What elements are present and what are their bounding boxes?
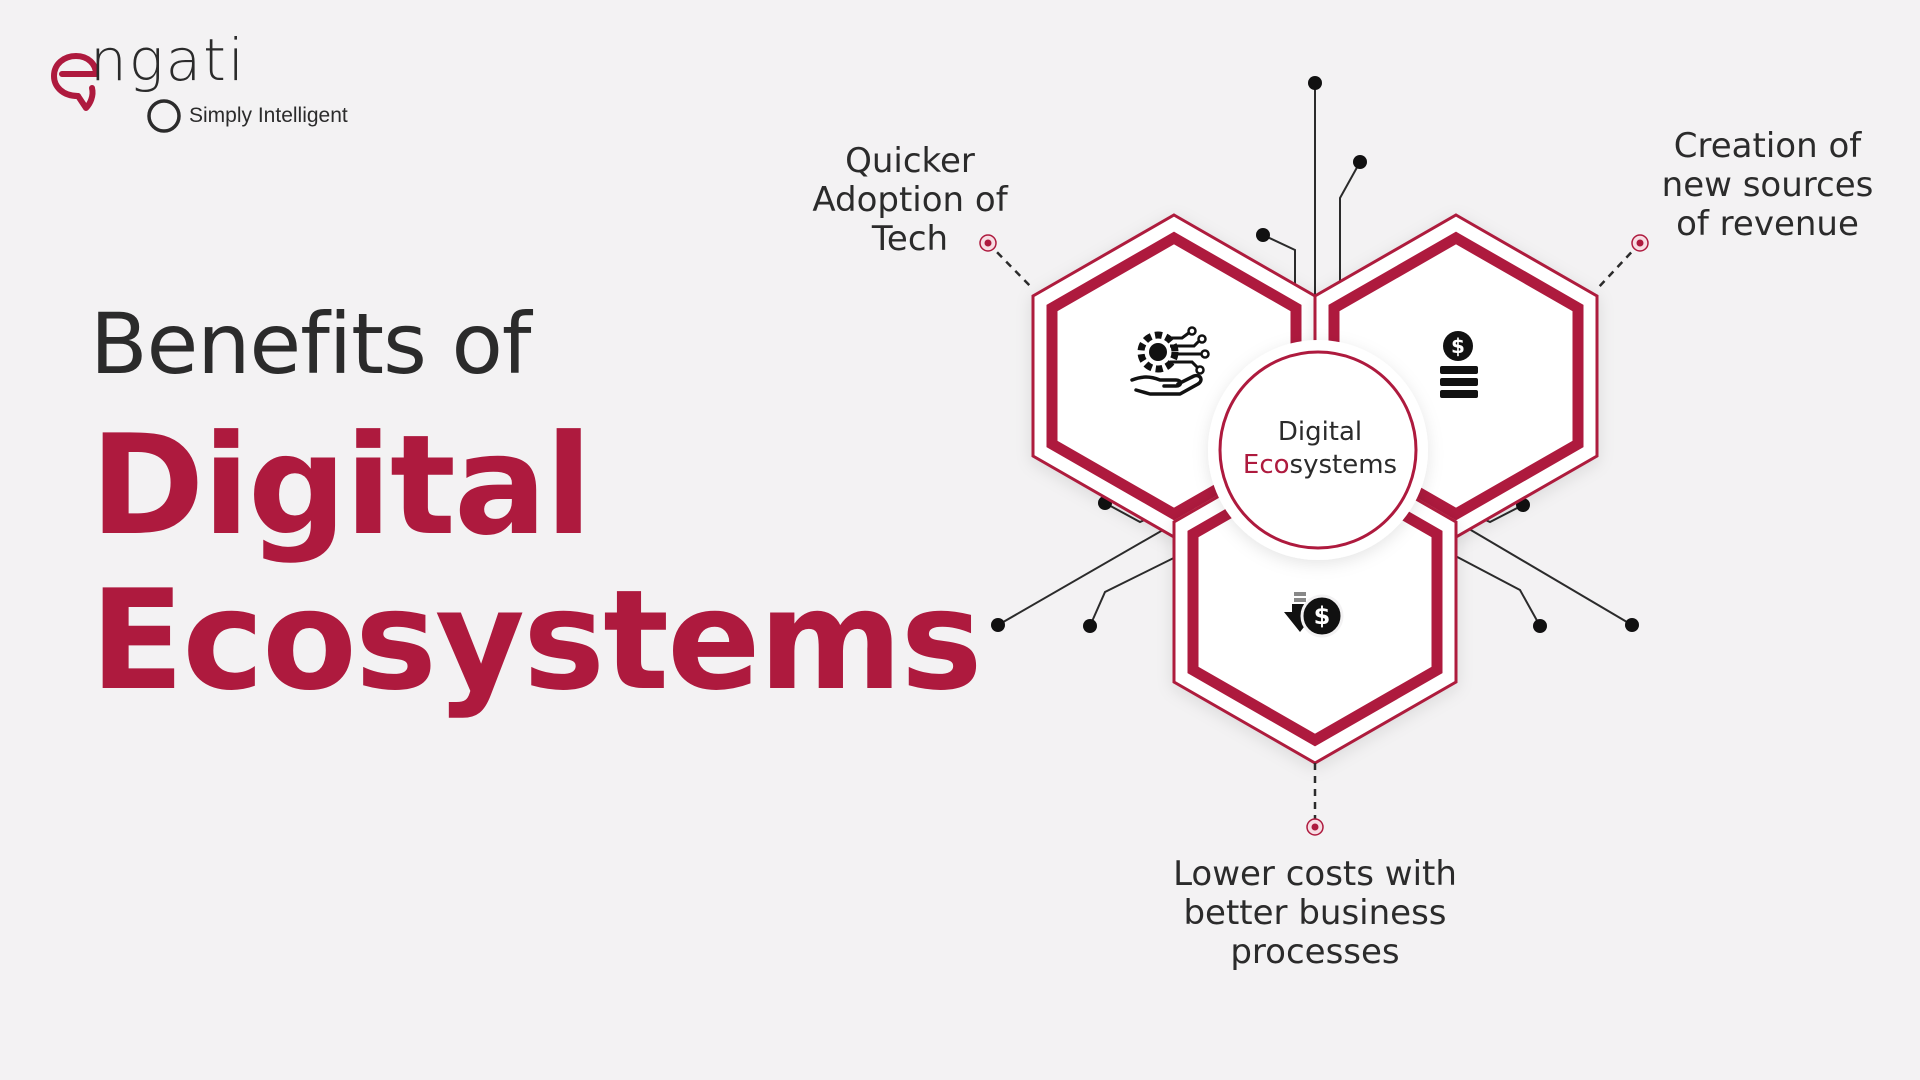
coin-stack-dollar-icon: $: [1440, 331, 1478, 398]
brand-logo: ngati Simply Intelligent: [48, 26, 378, 140]
label-connectors: [987, 242, 1641, 820]
svg-text:$: $: [1451, 334, 1465, 358]
benefit-label-lower-costs: Lower costs with better business process…: [1173, 854, 1457, 972]
circuit-nodes: [991, 76, 1639, 633]
center-label-digital: Digital: [1277, 417, 1363, 447]
title-ecosystems: Ecosystems: [90, 560, 983, 721]
center-label: Digital Ecosystems: [1220, 416, 1420, 482]
benefit-label-new-revenue: Creation of new sources of revenue: [1661, 126, 1874, 244]
svg-text:$: $: [1314, 602, 1331, 630]
center-label-ecosystems: Ecosystems: [1220, 449, 1420, 482]
title-digital: Digital: [90, 405, 592, 566]
center-label-eco: Eco: [1242, 450, 1290, 480]
gear-hand-circuit-icon: [1130, 326, 1210, 396]
center-hub: [1208, 340, 1428, 560]
title-benefits-of: Benefits of: [90, 295, 531, 393]
logo-wordmark: ngati: [90, 26, 246, 94]
logo-ring-icon: [147, 99, 181, 133]
logo-tagline: Simply Intelligent: [189, 104, 348, 127]
dollar-down-arrow-icon: $: [1284, 592, 1344, 638]
label-markers: [979, 234, 1649, 836]
benefit-label-quicker-adoption: Quicker Adoption of Tech: [812, 141, 1008, 259]
chat-bubble-e-icon: [50, 52, 100, 111]
center-label-systems: systems: [1289, 450, 1398, 480]
